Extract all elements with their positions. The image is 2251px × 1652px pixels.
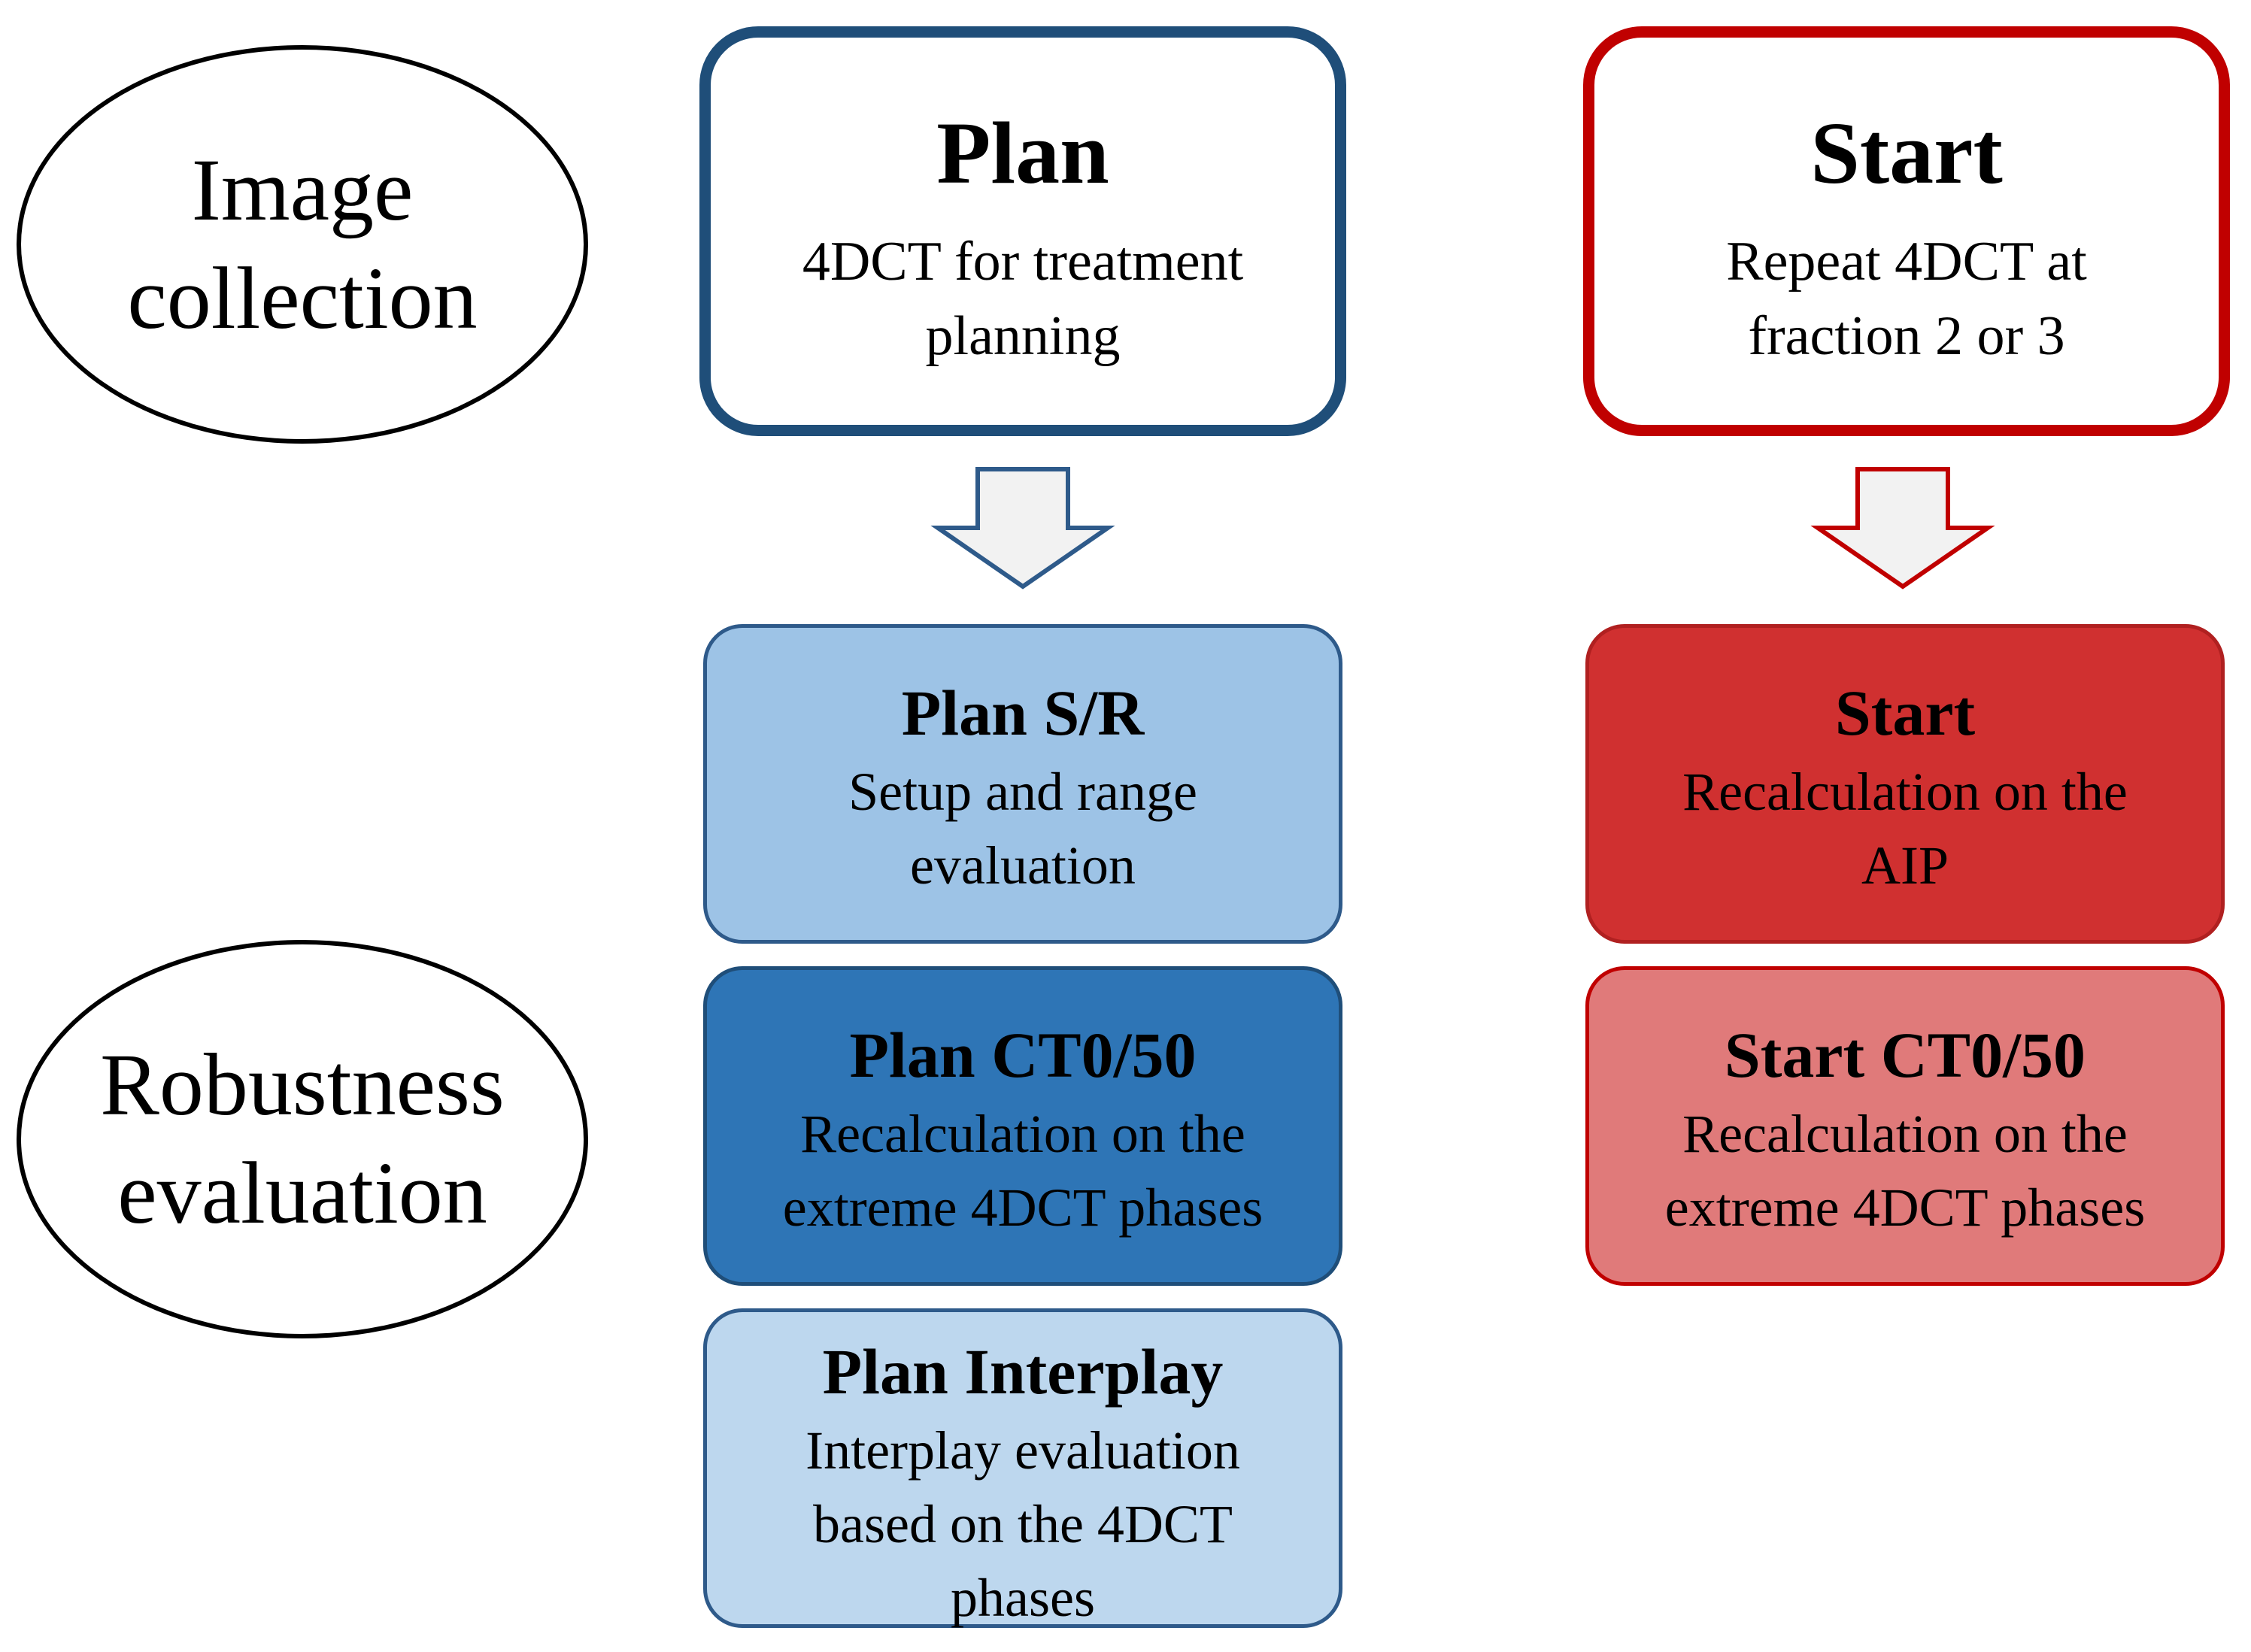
plan-ct-title: Plan CT0/50 bbox=[849, 1019, 1197, 1091]
plan-ct-desc: Recalculation on the extreme 4DCT phases bbox=[782, 1104, 1264, 1238]
start-ct-box: Start CT0/50 Recalculation on the extrem… bbox=[1585, 966, 2225, 1286]
down-arrow-icon bbox=[1810, 467, 1995, 590]
plan-subtitle: 4DCT for treatment planning bbox=[802, 231, 1244, 368]
plan-sr-desc: Setup and range evaluation bbox=[848, 762, 1197, 896]
start-aip-title: Start bbox=[1834, 677, 1976, 749]
plan-interplay-title: Plan Interplay bbox=[822, 1335, 1224, 1408]
robustness-evaluation-text: Robustness evaluation bbox=[100, 1035, 505, 1242]
image-collection-label: Image collection bbox=[17, 45, 588, 444]
plan-ct-box: Plan CT0/50 Recalculation on the extreme… bbox=[703, 966, 1342, 1286]
start-title: Start bbox=[1810, 104, 2003, 202]
start-box: Start Repeat 4DCT at fraction 2 or 3 bbox=[1583, 26, 2230, 436]
robustness-evaluation-label: Robustness evaluation bbox=[17, 940, 588, 1338]
plan-box: Plan 4DCT for treatment planning bbox=[699, 26, 1346, 436]
plan-title: Plan bbox=[936, 104, 1109, 202]
plan-interplay-box: Plan Interplay Interplay evaluation base… bbox=[703, 1308, 1342, 1628]
start-ct-desc: Recalculation on the extreme 4DCT phases bbox=[1664, 1104, 2146, 1238]
start-aip-box: Start Recalculation on the AIP bbox=[1585, 624, 2225, 944]
start-subtitle: Repeat 4DCT at fraction 2 or 3 bbox=[1726, 231, 2087, 368]
start-ct-title: Start CT0/50 bbox=[1724, 1019, 2086, 1091]
plan-sr-title: Plan S/R bbox=[901, 677, 1145, 749]
plan-sr-box: Plan S/R Setup and range evaluation bbox=[703, 624, 1342, 944]
plan-interplay-desc: Interplay evaluation based on the 4DCT p… bbox=[805, 1420, 1240, 1628]
image-collection-text: Image collection bbox=[127, 141, 478, 347]
down-arrow-icon bbox=[930, 467, 1115, 590]
start-aip-desc: Recalculation on the AIP bbox=[1682, 762, 2128, 896]
